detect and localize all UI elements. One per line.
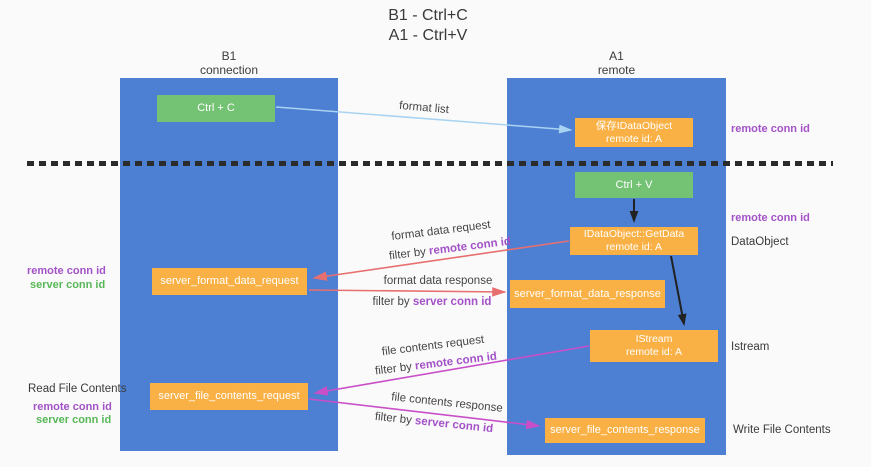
server-file-contents-request-label: server_file_contents_request — [158, 390, 300, 402]
title-line-2: A1 - Ctrl+V — [388, 27, 468, 44]
diagram-title: B1 - Ctrl+C A1 - Ctrl+V — [278, 6, 578, 46]
phase-divider-dashed-line — [27, 161, 833, 166]
filter-by-text: filter by — [372, 296, 413, 308]
server-file-contents-response-label: server_file_contents_response — [550, 424, 700, 436]
server-format-data-response-box: server_format_data_response — [510, 280, 665, 308]
write-file-contents-label: Write File Contents — [733, 424, 831, 436]
server-format-data-request-label: server_format_data_request — [160, 275, 299, 287]
lane-a1-name: A1 — [609, 49, 624, 63]
lane-b1-name: B1 — [221, 49, 237, 63]
filter-by-text: filter by — [374, 410, 416, 427]
ctrl-v-box: Ctrl + V — [575, 172, 693, 198]
lane-header-b1: B1 connection — [120, 49, 338, 77]
getdata-box: IDataObject::GetData remote id: A — [570, 227, 698, 255]
istream-line1: IStream — [635, 333, 673, 345]
remote-conn-id-key: remote conn id — [428, 235, 512, 258]
getdata-line1: IDataObject::GetData — [583, 228, 685, 240]
read-file-contents-label: Read File Contents — [28, 383, 127, 395]
ctrl-c-label: Ctrl + C — [197, 102, 235, 114]
save-idataobject-line2: remote id: A — [605, 132, 663, 145]
dataobject-label: DataObject — [731, 236, 789, 248]
lane-b1-role: connection — [199, 62, 259, 77]
left-remote-conn-id-top-label: remote conn id — [27, 265, 106, 277]
istream-box: IStream remote id: A — [590, 330, 718, 362]
server-format-data-request-box: server_format_data_request — [152, 268, 307, 295]
server-conn-id-key: server conn id — [412, 296, 492, 308]
format-data-response-label: format data response — [383, 275, 493, 287]
istream-side-label: Istream — [731, 341, 770, 353]
istream-line2: remote id: A — [625, 346, 683, 358]
filter-by-text: filter by — [388, 245, 430, 263]
lane-a1-role: remote — [597, 62, 636, 77]
left-server-conn-id-bottom-label: server conn id — [36, 414, 112, 426]
right-remote-conn-id-top-label: remote conn id — [731, 123, 810, 135]
title-line-1: B1 - Ctrl+C — [388, 7, 468, 24]
server-file-contents-request-box: server_file_contents_request — [150, 383, 308, 410]
format-data-response-arrow — [308, 287, 507, 297]
ctrl-v-label: Ctrl + V — [615, 178, 653, 191]
getdata-line2: remote id: A — [605, 241, 663, 253]
server-file-contents-response-box: server_file_contents_response — [545, 418, 705, 443]
right-remote-conn-id-mid-label: remote conn id — [731, 212, 810, 224]
format-list-label: format list — [398, 99, 450, 117]
left-server-conn-id-top-label: server conn id — [30, 279, 106, 291]
lane-header-a1: A1 remote — [507, 49, 726, 77]
save-idataobject-line1: 保存IDataObject — [595, 119, 673, 132]
server-format-data-response-label: server_format_data_response — [514, 287, 661, 300]
file-contents-response-label: file contents response — [390, 391, 504, 415]
save-idataobject-box: 保存IDataObject remote id: A — [575, 118, 693, 147]
ctrl-c-box: Ctrl + C — [157, 95, 275, 122]
format-data-response-filter-label: filter by server conn id — [373, 296, 492, 308]
left-remote-conn-id-bottom-label: remote conn id — [33, 401, 112, 413]
filter-by-text: filter by — [374, 360, 416, 378]
remote-conn-id-key: remote conn id — [414, 350, 498, 373]
file-contents-response-filter-label: filter by server conn id — [374, 411, 493, 435]
server-conn-id-key: server conn id — [414, 415, 494, 436]
